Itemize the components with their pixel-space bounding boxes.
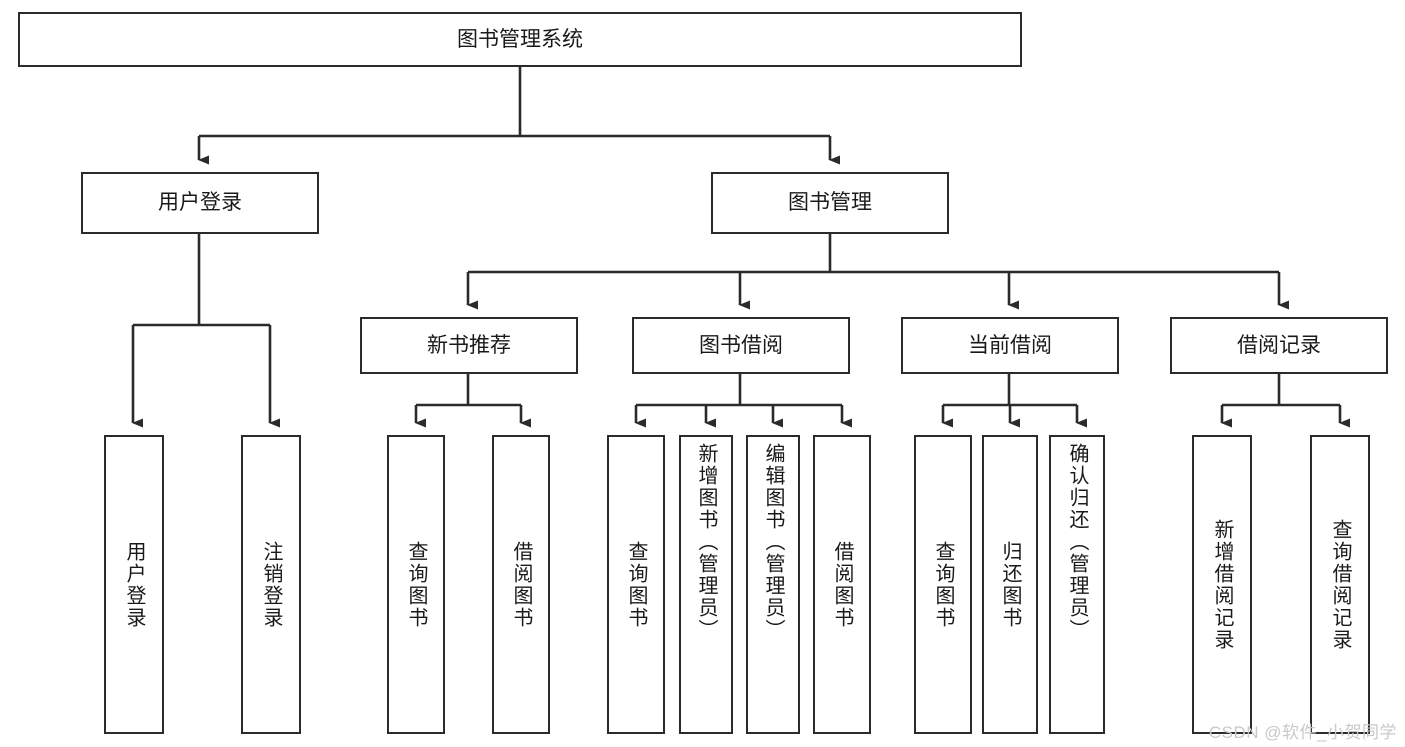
node-label: 查询图书 <box>405 540 427 629</box>
node-leaf-borrow-book[interactable]: 借阅图书 <box>813 435 871 734</box>
node-borrow-record[interactable]: 借阅记录 <box>1170 317 1388 374</box>
node-label: 新书推荐 <box>427 333 511 357</box>
node-leaf-add-book-admin[interactable]: 新增图书（管理员） <box>679 435 733 734</box>
node-label: 图书管理 <box>788 191 872 215</box>
node-label: 图书借阅 <box>699 333 783 357</box>
node-book-borrow[interactable]: 图书借阅 <box>632 317 850 374</box>
node-leaf-confirm-return-admin[interactable]: 确认归还（管理员） <box>1049 435 1105 734</box>
node-label: 借阅记录 <box>1237 333 1321 357</box>
node-label: 查询图书 <box>625 540 647 629</box>
node-leaf-query-book-recommend[interactable]: 查询图书 <box>387 435 445 734</box>
node-label: 借阅图书 <box>831 540 853 629</box>
node-label: 新增图书（管理员） <box>695 443 717 641</box>
node-label: 查询借阅记录 <box>1329 518 1351 651</box>
node-root-book-management-system[interactable]: 图书管理系统 <box>18 12 1022 67</box>
node-leaf-query-borrow-record[interactable]: 查询借阅记录 <box>1310 435 1370 734</box>
node-current-borrow[interactable]: 当前借阅 <box>901 317 1119 374</box>
node-leaf-return-book[interactable]: 归还图书 <box>982 435 1038 734</box>
node-user-login[interactable]: 用户登录 <box>81 172 319 234</box>
node-book-management[interactable]: 图书管理 <box>711 172 949 234</box>
node-label: 借阅图书 <box>510 540 532 629</box>
node-leaf-query-book-current[interactable]: 查询图书 <box>914 435 972 734</box>
node-label: 当前借阅 <box>968 333 1052 357</box>
node-label: 编辑图书（管理员） <box>762 443 784 641</box>
node-leaf-user-login[interactable]: 用户登录 <box>104 435 164 734</box>
csdn-watermark: CSDN @软件_小贺同学 <box>1208 723 1397 742</box>
node-label: 图书管理系统 <box>457 27 583 51</box>
node-label: 用户登录 <box>123 540 145 629</box>
node-label: 注销登录 <box>260 540 282 629</box>
node-label: 新增借阅记录 <box>1211 518 1233 651</box>
node-leaf-logout[interactable]: 注销登录 <box>241 435 301 734</box>
node-label: 归还图书 <box>999 540 1021 629</box>
node-label: 确认归还（管理员） <box>1066 443 1088 641</box>
node-leaf-borrow-book-recommend[interactable]: 借阅图书 <box>492 435 550 734</box>
node-label: 用户登录 <box>158 191 242 215</box>
node-new-book-recommend[interactable]: 新书推荐 <box>360 317 578 374</box>
node-leaf-query-book-borrow[interactable]: 查询图书 <box>607 435 665 734</box>
node-label: 查询图书 <box>932 540 954 629</box>
node-leaf-add-borrow-record[interactable]: 新增借阅记录 <box>1192 435 1252 734</box>
node-leaf-edit-book-admin[interactable]: 编辑图书（管理员） <box>746 435 800 734</box>
